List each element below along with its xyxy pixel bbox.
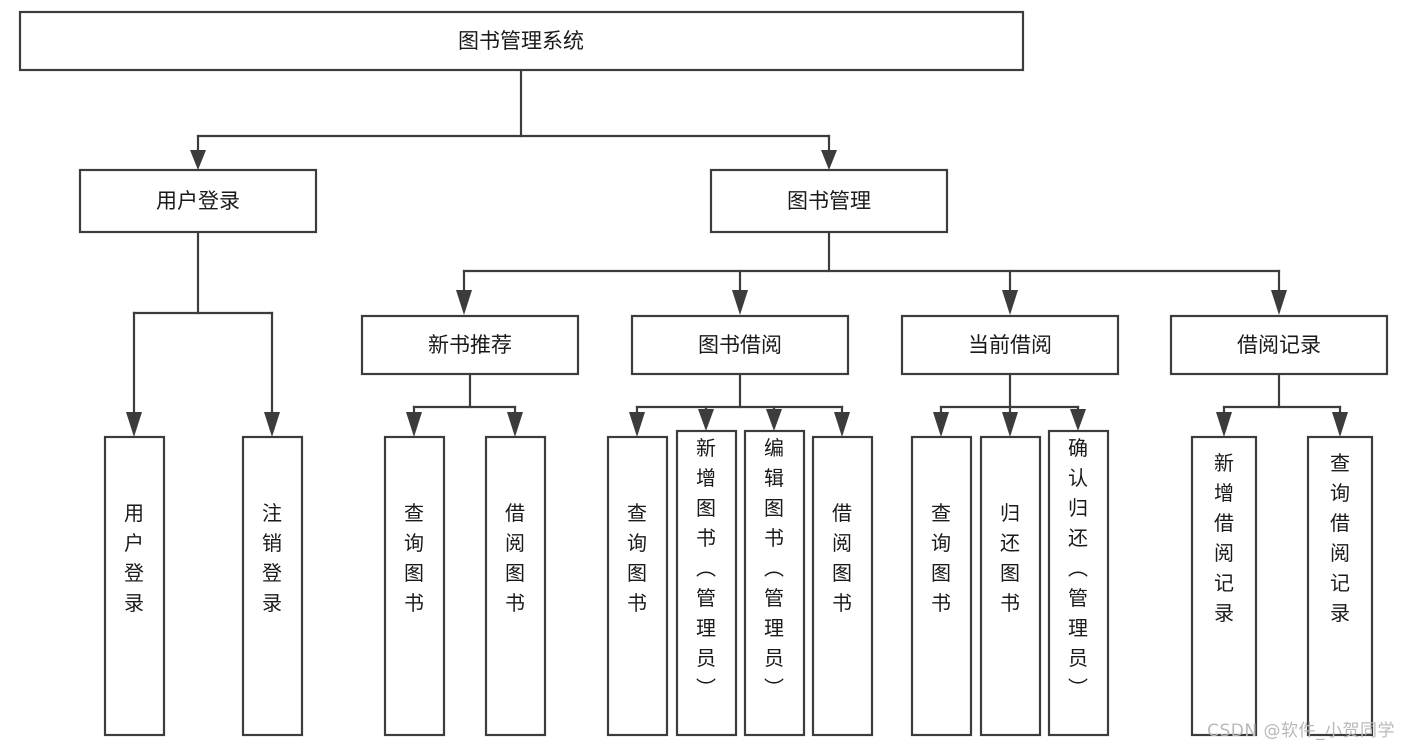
node-leaf-confirm-return-box[interactable] <box>1047 429 1110 737</box>
arrow-to-leaf-user-login <box>126 412 142 437</box>
node-leaf-add-record-box[interactable] <box>1190 435 1258 737</box>
node-book-manage[interactable]: 图书管理 <box>709 168 949 234</box>
node-new-book-rec[interactable]: 新书推荐 <box>360 314 580 376</box>
node-borrow-record[interactable]: 借阅记录 <box>1169 314 1389 376</box>
node-user-login-label: 用户登录 <box>156 189 240 213</box>
arrow-to-leaf-borrow-book-1 <box>507 412 523 437</box>
arrow-to-book-borrow <box>732 290 748 315</box>
node-leaf-edit-book-box[interactable] <box>743 429 806 737</box>
node-user-login-box[interactable] <box>78 168 318 234</box>
node-leaf-borrow-book-2[interactable]: 借阅图书 <box>811 435 874 737</box>
node-leaf-user-login-label: 用户登录 <box>124 501 144 615</box>
arrow-to-leaf-query-record <box>1332 412 1348 437</box>
node-current-borrow-label: 当前借阅 <box>968 333 1052 357</box>
connector-layer <box>126 69 1348 437</box>
arrow-to-leaf-query-book-1 <box>406 412 422 437</box>
node-book-borrow-box[interactable] <box>630 314 850 376</box>
node-book-borrow-label: 图书借阅 <box>698 333 782 357</box>
node-new-book-rec-box[interactable] <box>360 314 580 376</box>
node-leaf-query-book-1[interactable]: 查询图书 <box>383 435 446 737</box>
node-new-book-rec-label: 新书推荐 <box>428 333 512 357</box>
node-leaf-add-record-label: 新增借阅记录 <box>1214 451 1234 625</box>
arrow-to-leaf-query-book-3 <box>933 412 949 437</box>
arrow-to-leaf-borrow-book-2 <box>834 412 850 437</box>
node-book-borrow[interactable]: 图书借阅 <box>630 314 850 376</box>
node-leaf-confirm-return[interactable]: 确认归还︵管理员︶ <box>1047 429 1110 737</box>
node-leaf-query-record[interactable]: 查询借阅记录 <box>1306 435 1374 737</box>
node-leaf-query-book-3-box[interactable] <box>910 435 973 737</box>
node-borrow-record-label: 借阅记录 <box>1237 333 1321 357</box>
csdn-watermark: CSDN @软件_小贺同学 <box>1207 721 1395 741</box>
node-leaf-edit-book[interactable]: 编辑图书︵管理员︶ <box>743 429 806 737</box>
node-book-manage-label: 图书管理 <box>787 189 871 213</box>
node-leaf-borrow-book-1-label: 借阅图书 <box>505 501 525 615</box>
node-book-manage-box[interactable] <box>709 168 949 234</box>
node-leaf-query-book-3-label: 查询图书 <box>931 501 951 615</box>
arrow-root-to-book-manage <box>821 150 837 170</box>
arrow-to-leaf-return-book <box>1002 412 1018 437</box>
node-leaf-query-record-box[interactable] <box>1306 435 1374 737</box>
node-leaf-query-book-2[interactable]: 查询图书 <box>606 435 669 737</box>
node-current-borrow[interactable]: 当前借阅 <box>900 314 1120 376</box>
node-leaf-add-record[interactable]: 新增借阅记录 <box>1190 435 1258 737</box>
node-leaf-return-book-box[interactable] <box>979 435 1042 737</box>
node-leaf-query-book-2-box[interactable] <box>606 435 669 737</box>
node-leaf-query-book-1-box[interactable] <box>383 435 446 737</box>
node-leaf-user-login[interactable]: 用户登录 <box>103 435 166 737</box>
node-root-label: 图书管理系统 <box>458 29 584 53</box>
node-leaf-borrow-book-1[interactable]: 借阅图书 <box>484 435 547 737</box>
node-leaf-add-book-box[interactable] <box>675 429 738 737</box>
node-leaf-borrow-book-1-box[interactable] <box>484 435 547 737</box>
node-user-login[interactable]: 用户登录 <box>78 168 318 234</box>
node-leaf-return-book-label: 归还图书 <box>1000 501 1020 615</box>
node-leaf-confirm-return-label: 确认归还︵管理员︶ <box>1068 436 1088 700</box>
node-leaf-add-book-label: 新增图书︵管理员︶ <box>696 436 716 700</box>
arrow-to-leaf-logout <box>264 412 280 437</box>
node-leaf-return-book[interactable]: 归还图书 <box>979 435 1042 737</box>
arrow-to-leaf-edit-book <box>766 409 782 431</box>
node-leaf-logout-box[interactable] <box>241 435 304 737</box>
arrow-to-leaf-query-book-2 <box>629 412 645 437</box>
node-leaf-add-book[interactable]: 新增图书︵管理员︶ <box>675 429 738 737</box>
node-leaf-query-book-1-label: 查询图书 <box>404 501 424 615</box>
arrow-root-to-user-login <box>190 150 206 170</box>
arrow-to-borrow-record <box>1271 290 1287 315</box>
node-leaf-user-login-box[interactable] <box>103 435 166 737</box>
arrow-to-leaf-add-record <box>1216 412 1232 437</box>
node-current-borrow-box[interactable] <box>900 314 1120 376</box>
node-leaf-borrow-book-2-box[interactable] <box>811 435 874 737</box>
node-leaf-query-book-3[interactable]: 查询图书 <box>910 435 973 737</box>
node-leaf-logout[interactable]: 注销登录 <box>241 435 304 737</box>
node-leaf-query-record-label: 查询借阅记录 <box>1330 451 1350 625</box>
arrow-to-current-borrow <box>1002 290 1018 315</box>
node-borrow-record-box[interactable] <box>1169 314 1389 376</box>
arrow-to-leaf-add-book <box>698 409 714 431</box>
arrow-to-new-book-rec <box>456 290 472 315</box>
node-root[interactable]: 图书管理系统 <box>18 10 1025 72</box>
node-leaf-logout-label: 注销登录 <box>262 501 282 615</box>
arrow-to-leaf-confirm-return <box>1070 409 1086 431</box>
node-leaf-borrow-book-2-label: 借阅图书 <box>832 501 852 615</box>
node-leaf-edit-book-label: 编辑图书︵管理员︶ <box>764 436 784 700</box>
node-leaf-query-book-2-label: 查询图书 <box>627 501 647 615</box>
node-root-box[interactable] <box>18 10 1025 72</box>
